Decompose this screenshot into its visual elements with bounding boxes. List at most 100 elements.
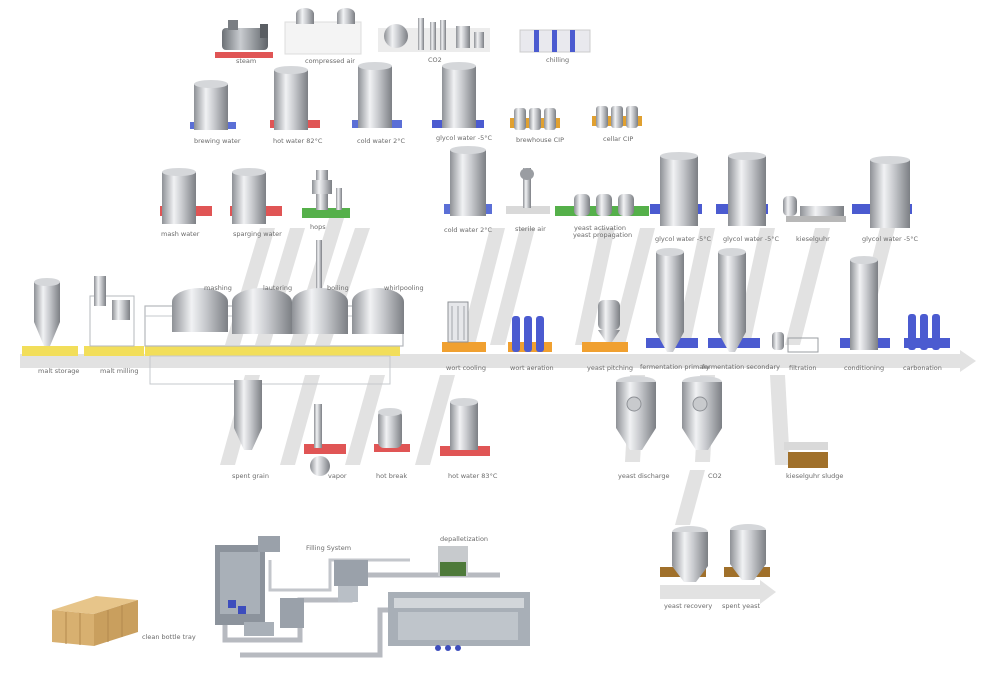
label-brewing-water: brewing water: [194, 137, 241, 145]
label-co2-bottom: CO2: [708, 472, 722, 480]
mash-water-tank: [160, 168, 212, 224]
label-sparging-water: sparging water: [233, 230, 282, 238]
primary-fermenter: [646, 248, 698, 352]
label-brewhouse-cip: brewhouse CIP: [516, 136, 564, 144]
label-hot-water-83: hot water 83°C: [448, 472, 498, 480]
label-carbonation: carbonation: [903, 364, 942, 372]
label-spent-yeast: spent yeast: [722, 602, 760, 610]
feed-arrow-11: [785, 228, 830, 345]
filter-unit: [772, 332, 819, 353]
label-malt-milling: malt milling: [100, 367, 139, 375]
label-compressed-air: compressed air: [305, 57, 355, 65]
whirlpool-tank: [352, 288, 404, 334]
label-glycol-water-top: glycol water -5°C: [436, 134, 493, 142]
cellar-cip-unit: [592, 106, 642, 128]
label-yeast-pitching: yeast pitching: [587, 364, 633, 372]
label-spent-grain: spent grain: [232, 472, 269, 480]
compressed-air-unit: [284, 8, 362, 55]
yeast-recovery-tank: [660, 526, 708, 582]
feed-arrow-6: [490, 228, 535, 345]
label-cold-water-mid: cold water 2°C: [444, 226, 493, 234]
mash-tun: [172, 288, 228, 332]
vapor-condenser: [304, 404, 346, 476]
cold-water-tank-top: [352, 62, 402, 128]
yeast-arrow: [660, 580, 776, 604]
malt-mill: [84, 276, 144, 356]
label-glycol-water-1: glycol water -5°C: [655, 235, 712, 243]
kieselguhr-sludge-tray: [784, 442, 828, 468]
glycol-tank-1: [650, 152, 702, 226]
label-yeast-activation: yeast activation: [574, 224, 626, 232]
chilling-unit: [519, 29, 591, 53]
label-glycol-water-2: glycol water -5°C: [723, 235, 780, 243]
label-hot-break: hot break: [376, 472, 407, 480]
brewing-water-tank: [190, 80, 236, 130]
down-arrow-3: [345, 375, 385, 465]
wort-aeration-cylinders: [508, 316, 552, 352]
label-co2-top: CO2: [428, 56, 442, 64]
label-kieselguhr-sludge: kieselguhr sludge: [786, 472, 843, 480]
secondary-fermenter: [708, 248, 760, 352]
feed-arrow-8: [610, 228, 655, 345]
lauter-tun: [232, 288, 292, 334]
label-yeast-discharge: yeast discharge: [618, 472, 670, 480]
label-cellar-cip: cellar CIP: [603, 135, 633, 143]
label-mashing: mashing: [204, 284, 232, 292]
label-vapor: vapor: [328, 472, 347, 480]
kieselguhr-dosing: [783, 196, 846, 222]
conditioning-tank: [840, 256, 890, 350]
steam-boiler: [215, 20, 273, 58]
down-arrow-4: [415, 375, 455, 465]
label-fermentation-secondary: fermentation secondary: [702, 363, 780, 371]
label-wort-cooling: wort cooling: [446, 364, 486, 372]
label-fermentation-primary: fermentation primary: [640, 363, 710, 371]
label-sterile-air: sterile air: [515, 225, 546, 233]
glycol-tank-3: [852, 156, 912, 228]
co2-recovery-tank: [682, 376, 722, 450]
label-boiling: boiling: [327, 284, 349, 292]
wort-kettle: [292, 240, 348, 334]
hot-water-tank: [270, 66, 320, 130]
feed-arrow-5: [460, 228, 505, 345]
label-filling-system: Filling System: [306, 544, 351, 552]
label-steam: steam: [236, 57, 256, 65]
spent-yeast-tank: [724, 524, 770, 580]
carbonation-cylinders: [904, 314, 950, 350]
yeast-branch-arrow: [675, 470, 705, 525]
label-yeast-recovery: yeast recovery: [664, 602, 712, 610]
label-depalletization: depalletization: [440, 535, 488, 543]
label-mash-water: mash water: [161, 230, 200, 238]
label-clean-bottle-tray: clean bottle tray: [142, 633, 196, 641]
label-kieselguhr: kieselguhr: [796, 235, 830, 243]
label-whirlpooling: whirlpooling: [384, 284, 424, 292]
spent-grain-silo: [234, 380, 262, 450]
clean-bottle-tray-stack: [52, 596, 138, 646]
label-malt-storage: malt storage: [38, 367, 79, 375]
label-yeast-propagation: yeast propagation: [573, 231, 632, 239]
label-chilling: chilling: [546, 56, 569, 64]
malt-storage-silo: [22, 278, 78, 356]
down-arrow-2: [280, 375, 320, 465]
sparging-water-tank: [230, 168, 282, 224]
glycol-tank-2: [716, 152, 768, 226]
wort-cooler: [442, 301, 486, 352]
label-conditioning: conditioning: [844, 364, 884, 372]
label-wort-aeration: wort aeration: [510, 364, 554, 372]
cold-water-tank-mid: [444, 146, 492, 216]
yeast-propagation-unit: [555, 194, 649, 216]
feed-arrow-7: [575, 228, 615, 345]
glycol-water-tank-top: [432, 62, 484, 128]
label-hot-water-82: hot water 82°C: [273, 137, 323, 145]
hops-doser: [302, 170, 350, 218]
brewhouse-cip-unit: [510, 108, 560, 130]
sterile-air-filter: [506, 168, 550, 214]
label-cold-water-2: cold water 2°C: [357, 137, 406, 145]
feed-arrow-9: [675, 228, 715, 345]
label-hops: hops: [310, 223, 326, 231]
hot-break-tank: [374, 408, 410, 452]
label-glycol-water-3: glycol water -5°C: [862, 235, 919, 243]
filling-system-line: [215, 536, 530, 658]
co2-plant: [378, 18, 490, 52]
yeast-discharge-tank: [616, 376, 656, 450]
